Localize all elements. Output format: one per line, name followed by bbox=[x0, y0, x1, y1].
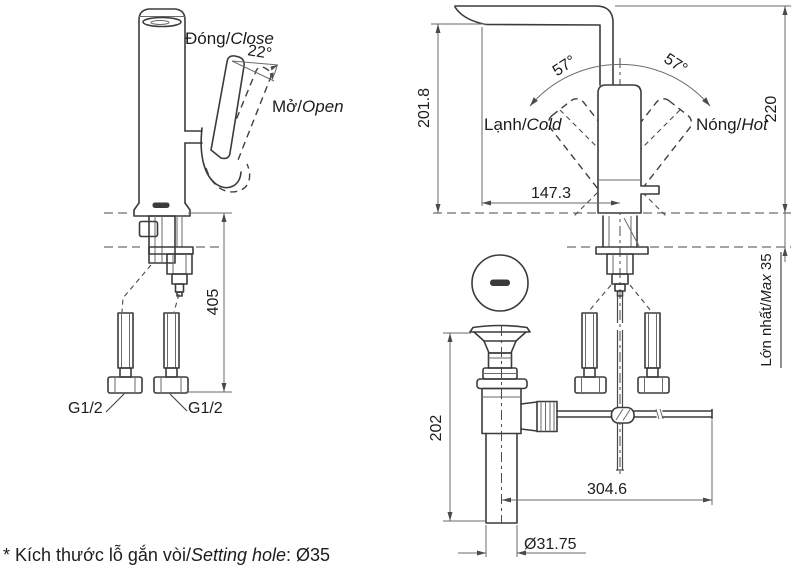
dim-304-6 bbox=[502, 420, 713, 505]
popup-drain-assembly bbox=[469, 324, 558, 524]
drain-plug-top-view bbox=[471, 254, 529, 312]
hose-leader-lines bbox=[121, 264, 180, 313]
dim-405 bbox=[186, 212, 232, 393]
mounting-shank-front bbox=[595, 215, 649, 297]
side-view bbox=[104, 8, 279, 413]
popup-rod-vertical bbox=[616, 296, 624, 471]
close-label: Đóng/Close bbox=[185, 29, 274, 48]
g12-right-leader bbox=[169, 393, 188, 412]
dim-147-3 bbox=[482, 200, 620, 206]
faucet-body-front bbox=[597, 84, 660, 214]
mounting-shank-side bbox=[138, 215, 194, 297]
dim-31-75 bbox=[458, 525, 586, 557]
supply-hose-left bbox=[107, 312, 143, 394]
dim-201-8 bbox=[431, 23, 487, 213]
setting-hole-footnote: * Kích thước lỗ gắn vòi/Setting hole: Ø3… bbox=[3, 544, 330, 565]
handle-closed bbox=[210, 55, 245, 160]
g12-left-leader bbox=[105, 393, 125, 413]
angle-22-label: 22° bbox=[246, 42, 273, 63]
dim-31-75-label: Ø31.75 bbox=[524, 536, 577, 553]
g12-right-label: G1/2 bbox=[188, 400, 223, 417]
max-35-label: Lớn nhất/Max 35 bbox=[758, 253, 775, 366]
dim-201-8-label: 201.8 bbox=[416, 88, 433, 128]
supply-hose-front-left bbox=[574, 312, 607, 394]
cold-label: Lạnh/Cold bbox=[484, 115, 562, 134]
swing-angle-dim bbox=[529, 63, 711, 107]
dim-max-35 bbox=[780, 213, 788, 368]
faucet-body-side bbox=[133, 8, 242, 217]
popup-rod-horizontal bbox=[556, 406, 713, 424]
open-label: Mở/Open bbox=[272, 97, 344, 116]
dim-405-label: 405 bbox=[205, 289, 222, 316]
supply-hose-right bbox=[153, 312, 189, 394]
handle-angle-dim bbox=[231, 60, 279, 82]
dim-220-label: 220 bbox=[763, 96, 780, 123]
hot-label: Nóng/Hot bbox=[696, 115, 769, 134]
dim-147-3-label: 147.3 bbox=[531, 185, 571, 202]
hose-leader-lines-front bbox=[588, 284, 652, 312]
front-view bbox=[431, 5, 791, 557]
dim-202-label: 202 bbox=[428, 415, 445, 442]
dim-220 bbox=[615, 5, 791, 213]
dim-202 bbox=[443, 332, 485, 522]
supply-hose-front-right bbox=[637, 312, 670, 394]
dim-304-6-label: 304.6 bbox=[587, 481, 627, 498]
sensor-slot bbox=[152, 202, 170, 208]
g12-left-label: G1/2 bbox=[68, 400, 103, 417]
drain-plug-slot bbox=[490, 279, 510, 286]
